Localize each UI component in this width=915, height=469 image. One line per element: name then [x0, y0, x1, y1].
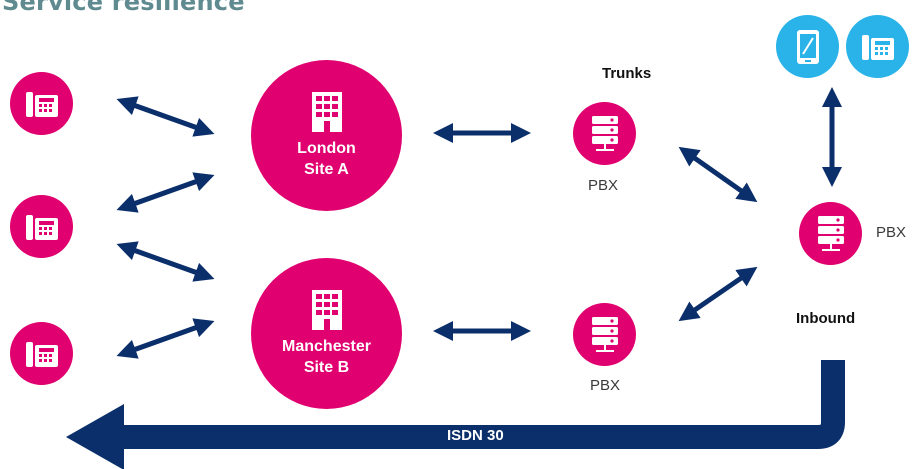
arrow-phone3-manchester [116, 318, 215, 359]
site-london-label: London Site A [297, 138, 356, 180]
site-london: London Site A [251, 60, 402, 211]
site-manchester-label: Manchester Site B [282, 336, 371, 378]
pbx-node-top [573, 102, 636, 165]
arrow-phone2-london [116, 172, 215, 213]
server-stack-icon [817, 215, 844, 251]
site-manchester: Manchester Site B [251, 258, 402, 409]
server-stack-icon [591, 316, 618, 352]
arrow-phone1-london [116, 96, 215, 137]
mobile-phone-icon [796, 29, 819, 64]
diagram-title: Service resilience [2, 0, 245, 16]
office-building-icon [311, 91, 342, 132]
pbx-node-bottom [573, 303, 636, 366]
server-stack-icon [591, 115, 618, 151]
desk-phone-node-2 [10, 195, 73, 258]
pbx-top-label: PBX [588, 177, 619, 194]
desk-phone-icon [861, 34, 894, 60]
arrow-pbx-bottom-right [678, 266, 758, 322]
pbx-bottom-label: PBX [590, 377, 621, 394]
site-manchester-name: Manchester [282, 337, 371, 355]
arrow-phone2-manchester [116, 241, 215, 282]
desk-phone-node-3 [10, 322, 73, 385]
trunks-label: Trunks [602, 65, 652, 82]
office-building-icon [311, 289, 342, 330]
desk-phone-node-1 [10, 72, 73, 135]
isdn-arrowhead [66, 404, 124, 469]
desk-phone-icon [25, 214, 58, 240]
site-london-sub: Site A [304, 160, 349, 178]
isdn-path [110, 360, 845, 449]
desk-phone-icon [25, 91, 58, 117]
inbound-label: Inbound [796, 310, 856, 327]
desk-phone-icon [25, 341, 58, 367]
site-manchester-sub: Site B [303, 358, 350, 376]
pbx-right-label: PBX [876, 224, 907, 241]
pbx-node-right [799, 202, 862, 265]
mobile-device-node [776, 15, 839, 78]
arrow-pbx-top-right [678, 146, 758, 203]
site-london-name: London [297, 139, 356, 157]
isdn-label: ISDN 30 [447, 427, 504, 444]
desk-phone-node-blue [846, 15, 909, 78]
